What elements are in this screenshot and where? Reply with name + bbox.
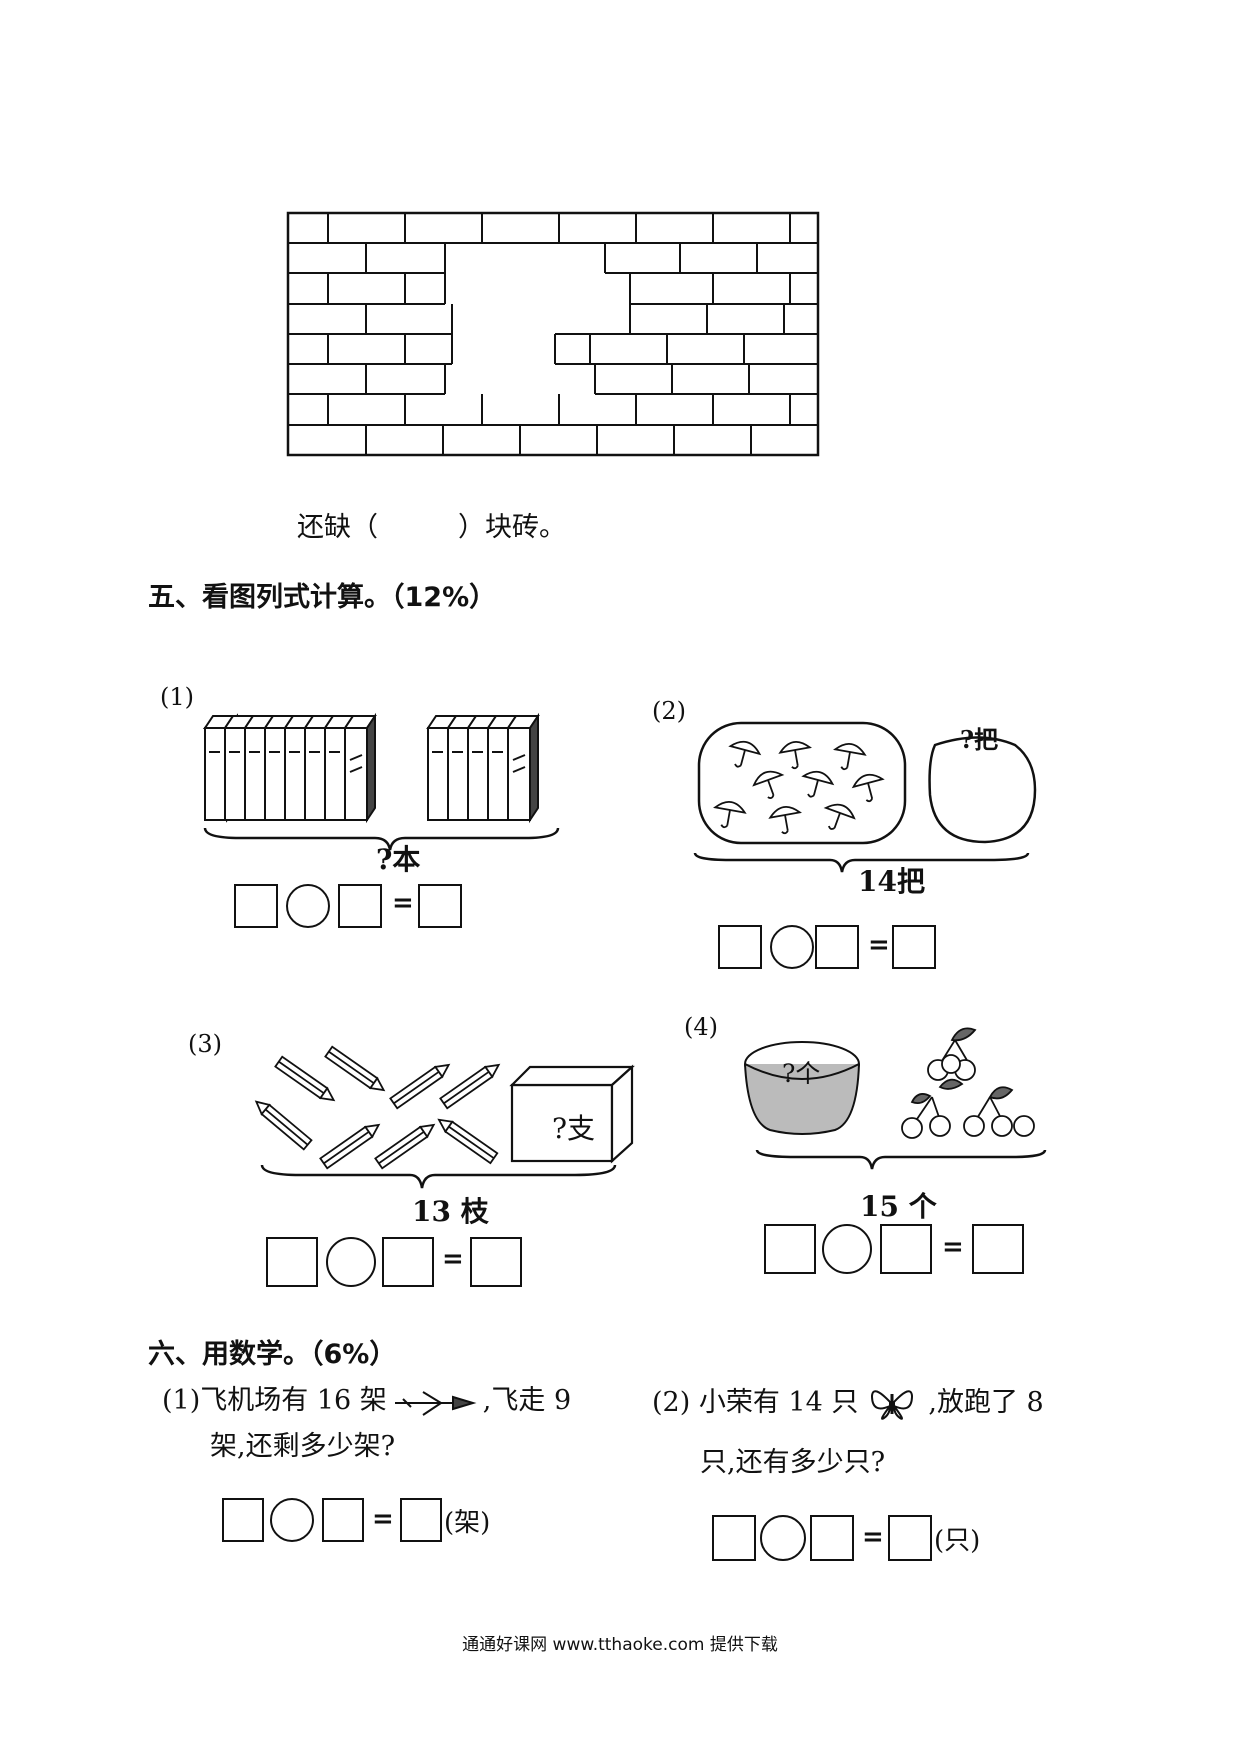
- q2-equals: =: [862, 1522, 884, 1552]
- airplane-icon: [387, 1387, 483, 1417]
- problem2-unknown: ?把: [960, 725, 999, 754]
- problem4-total: 15 个: [860, 1190, 937, 1223]
- q1-operand1-box[interactable]: [222, 1498, 264, 1542]
- p1-equals: =: [392, 888, 414, 918]
- q1-result-box[interactable]: [400, 1498, 442, 1542]
- section5-title: 五、看图列式计算。（12%）: [148, 582, 497, 613]
- p3-equals: =: [442, 1244, 464, 1274]
- q1-unit: (架): [444, 1508, 491, 1538]
- q1-operand2-box[interactable]: [322, 1498, 364, 1542]
- q2-line1-start: (2) 小荣有 14 只: [652, 1387, 859, 1418]
- q2-operand2-box[interactable]: [810, 1515, 854, 1561]
- q2-line1: (2) 小荣有 14 只 ,放跑了 8: [652, 1380, 1044, 1420]
- p1-operand2-box[interactable]: [338, 884, 382, 928]
- q2-line2: 只,还有多少只?: [700, 1447, 886, 1478]
- p4-operand1-box[interactable]: [764, 1224, 816, 1274]
- p1-operand1-box[interactable]: [234, 884, 278, 928]
- section6-title: 六、用数学。（6%）: [148, 1339, 397, 1370]
- p4-equals: =: [942, 1232, 964, 1262]
- q1-line1: (1)飞机场有 16 架 ,飞走 9: [162, 1378, 571, 1417]
- q2-line1-end: ,放跑了 8: [928, 1387, 1044, 1418]
- problem3-unknown: ?支: [552, 1112, 596, 1145]
- q1-line2: 架,还剩多少架?: [210, 1431, 396, 1462]
- q1-line1-end: ,飞走 9: [482, 1385, 572, 1416]
- q1-operator-circle[interactable]: [270, 1498, 314, 1542]
- books-icon: [202, 712, 560, 851]
- problem3-number: (3): [188, 1030, 222, 1058]
- basket-cherries-icon: [744, 1027, 1047, 1170]
- problem2-total: 14把: [858, 865, 925, 898]
- p4-operand2-box[interactable]: [880, 1224, 932, 1274]
- q1-equals: =: [372, 1504, 394, 1534]
- p3-result-box[interactable]: [470, 1237, 522, 1287]
- p2-operator-circle[interactable]: [770, 925, 814, 969]
- p3-operator-circle[interactable]: [326, 1237, 376, 1287]
- problem2-number: (2): [652, 697, 686, 725]
- problem3-total: 13 枝: [412, 1195, 489, 1228]
- q1-line1-start: (1)飞机场有 16 架: [162, 1385, 387, 1416]
- q2-unit: (只): [934, 1526, 981, 1556]
- problem1-number: (1): [160, 683, 194, 711]
- problem4-unknown: ?个: [782, 1059, 821, 1088]
- problem4-number: (4): [684, 1013, 718, 1041]
- p2-operand1-box[interactable]: [718, 925, 762, 969]
- p3-operand2-box[interactable]: [382, 1237, 434, 1287]
- brick-question-after: ）块砖。: [458, 512, 566, 543]
- butterfly-icon: [858, 1388, 928, 1420]
- p1-result-box[interactable]: [418, 884, 462, 928]
- brick-question: 还缺（ ）块砖。: [297, 505, 566, 544]
- p2-operand2-box[interactable]: [815, 925, 859, 969]
- p4-result-box[interactable]: [972, 1224, 1024, 1274]
- brick-question-before: 还缺（: [297, 512, 378, 543]
- p2-result-box[interactable]: [892, 925, 936, 969]
- pencils-icon: [254, 1045, 635, 1189]
- q2-operator-circle[interactable]: [760, 1515, 806, 1561]
- footer-text: 通通好课网 www.tthaoke.com 提供下载: [462, 1635, 778, 1655]
- q2-result-box[interactable]: [888, 1515, 932, 1561]
- problem1-label: ?本: [376, 843, 421, 876]
- p3-operand1-box[interactable]: [266, 1237, 318, 1287]
- p2-equals: =: [868, 930, 890, 960]
- p1-operator-circle[interactable]: [286, 884, 330, 928]
- q2-operand1-box[interactable]: [712, 1515, 756, 1561]
- umbrellas-icon: [693, 721, 1037, 873]
- p4-operator-circle[interactable]: [822, 1224, 872, 1274]
